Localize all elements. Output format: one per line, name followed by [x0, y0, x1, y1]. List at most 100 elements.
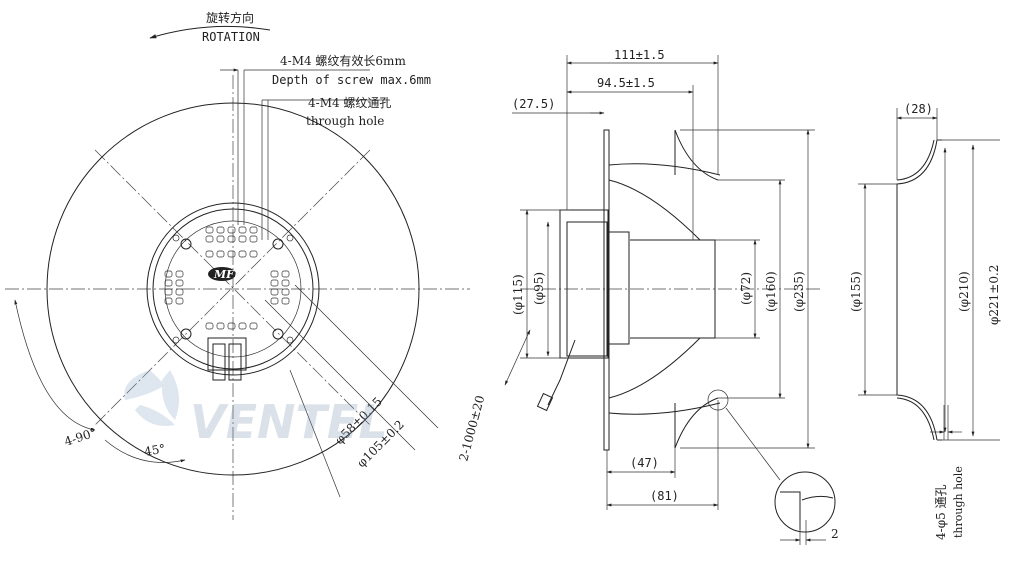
dim-27-5-label: (27.5)	[512, 97, 555, 111]
vent-slot	[238, 226, 247, 234]
detail-marker	[707, 389, 729, 411]
vent-slot	[175, 297, 184, 305]
blade-top	[608, 163, 721, 176]
vent-slot	[249, 250, 258, 258]
impeller-outline	[46, 102, 420, 476]
holes-label-cn: 4-φ5 通孔	[934, 484, 948, 540]
detail-edge	[780, 491, 801, 530]
dim-235-label: (φ235)	[792, 271, 806, 312]
connector-pin	[228, 343, 242, 381]
angle-label-90: 4-90°	[63, 425, 99, 449]
blade-top-2	[608, 179, 701, 241]
vent-slot	[175, 288, 184, 296]
dim-221-label: φ221±0.2	[987, 265, 1001, 325]
screw-note-line2: Depth of screw max.6mm	[272, 73, 431, 87]
detail-curve	[801, 495, 834, 501]
small-hole	[172, 336, 180, 344]
diagonal-centerline-b	[94, 149, 371, 426]
dim-81-label: (81)	[650, 489, 679, 503]
screw-note-line1: 4-M4 螺纹有效长6mm	[280, 53, 406, 68]
dia-58-line	[264, 299, 416, 451]
dim-155-label: (φ155)	[849, 271, 863, 312]
dim-160-label: (φ160)	[764, 271, 778, 312]
vent-slot	[270, 270, 279, 278]
motor-flange	[559, 209, 609, 359]
hub-outer	[146, 202, 320, 376]
screw-hole	[180, 238, 192, 250]
vent-slot	[281, 288, 290, 296]
rotation-label-cn: 旋转方向	[206, 10, 254, 25]
dia-105-line	[289, 369, 341, 498]
vent-slot	[238, 322, 247, 330]
screw-hole	[272, 238, 284, 250]
screw-hole	[180, 328, 192, 340]
vent-slot	[270, 288, 279, 296]
vent-slot	[281, 297, 290, 305]
dim-111-label: 111±1.5	[614, 48, 665, 62]
vent-slot	[249, 322, 258, 330]
detail-leader	[725, 407, 781, 481]
brand-mark: MFL	[208, 267, 242, 281]
blade-bottom	[608, 402, 721, 415]
vent-slots	[164, 226, 290, 330]
dim-94-5-label: 94.5±1.5	[597, 76, 655, 90]
vent-slot	[216, 322, 225, 330]
dim-210-label: (φ210)	[957, 271, 971, 312]
vent-slot	[216, 226, 225, 234]
motor-body	[566, 221, 608, 357]
dia-58-line	[294, 284, 439, 429]
angle-arc-45	[104, 439, 186, 463]
vent-slot	[205, 250, 214, 258]
vent-slot	[205, 235, 214, 243]
connector-pin	[212, 343, 226, 381]
vent-slot	[216, 235, 225, 243]
detail-circle	[774, 471, 836, 533]
connector-body	[207, 337, 247, 371]
inlet-ring-profile	[896, 139, 938, 441]
hub-inner	[152, 208, 314, 370]
vent-slot	[281, 279, 290, 287]
watermark-fan-blade	[124, 370, 165, 400]
cable-plug	[536, 392, 554, 412]
dim-72-label: (φ72)	[739, 272, 753, 305]
vent-slot	[238, 250, 247, 258]
vent-slot	[249, 226, 258, 234]
dim-95-label: (φ95)	[532, 272, 546, 305]
brand-logo-shape	[208, 267, 236, 281]
vent-slot	[227, 226, 236, 234]
vent-slot	[249, 235, 258, 243]
rotation-arrow	[149, 25, 271, 39]
dim-47-label: (47)	[630, 456, 659, 470]
shroud-bottom	[674, 397, 719, 449]
screw-hole	[272, 328, 284, 340]
vent-slot	[227, 250, 236, 258]
vent-slot	[175, 270, 184, 278]
watermark-fan-blade	[161, 370, 179, 420]
screw-note-line4: through hole	[306, 114, 384, 128]
motor-shaft-housing	[608, 231, 630, 345]
vent-slot	[175, 279, 184, 287]
ring-view: (28) (φ155) (φ210) φ221±0.2 4-φ5 通孔 thro…	[849, 102, 1001, 540]
watermark-text: VENTEL	[190, 395, 388, 449]
vent-slot	[227, 322, 236, 330]
vent-slot	[238, 235, 247, 243]
blade-bottom-2	[608, 337, 701, 399]
cable	[547, 339, 576, 406]
rotation-label-en: ROTATION	[202, 30, 260, 44]
small-hole	[286, 336, 294, 344]
inlet-ring	[630, 239, 716, 339]
vent-slot	[164, 297, 173, 305]
dim-cable	[504, 329, 531, 386]
vent-slot	[164, 279, 173, 287]
vent-slot	[216, 250, 225, 258]
cable-connector	[207, 337, 247, 381]
watermark: VENTEL	[124, 370, 388, 449]
inlet-ring-inner	[896, 139, 935, 181]
dim-115-label: (φ115)	[511, 274, 525, 315]
dim-cable-label: 2-1000±20	[456, 394, 487, 463]
vent-slot	[205, 226, 214, 234]
front-view: MFL 4-M4 螺纹有效长6mm Depth of screw max.6mm…	[5, 10, 470, 520]
vent-slot	[164, 288, 173, 296]
watermark-fan-blade	[135, 405, 175, 426]
vent-slot	[270, 297, 279, 305]
